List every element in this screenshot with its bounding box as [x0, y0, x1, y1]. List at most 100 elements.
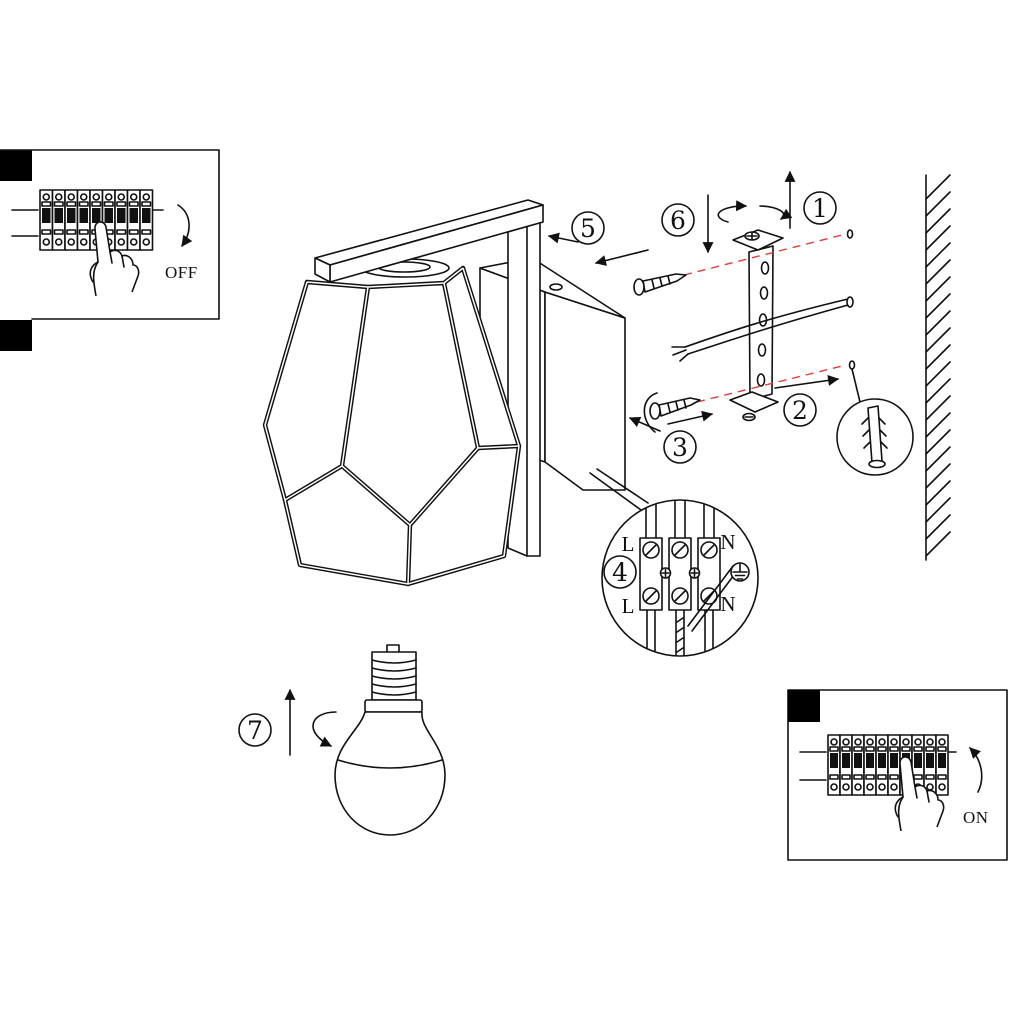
box-screw	[549, 283, 563, 291]
step-7-marker: 7	[238, 713, 272, 747]
mounting-bracket	[729, 229, 784, 422]
terminal-screw	[866, 738, 874, 746]
breaker-module	[863, 734, 877, 796]
wires-bottom	[646, 609, 714, 656]
breaker-toggle	[830, 753, 838, 768]
breaker-module	[64, 189, 79, 251]
breaker-on-panel: ON	[787, 689, 1008, 861]
step-3-number: 3	[672, 433, 688, 462]
rotate-arrow-icon	[759, 205, 793, 220]
bulb-collar	[364, 699, 423, 713]
pointing-hand-icon	[894, 756, 945, 832]
terminal-screw	[854, 738, 862, 746]
breaker-toggle	[129, 208, 138, 223]
step-6-number: 6	[670, 206, 686, 235]
hatch-line	[925, 446, 951, 472]
terminal-label-top-left: L	[622, 532, 635, 556]
step-2-number: 2	[792, 396, 808, 425]
off-label: OFF	[165, 263, 198, 282]
hatch-line	[925, 497, 951, 523]
terminal-screw	[42, 193, 51, 201]
lower-drill-guide	[696, 364, 847, 403]
terminal-screw	[129, 193, 138, 201]
breaker-toggle	[842, 753, 850, 768]
breaker-module	[114, 189, 129, 251]
lamp-arm-horizontal	[314, 199, 544, 283]
bulb-glass	[334, 711, 446, 836]
breaker-toggle	[890, 753, 898, 768]
breaker-toggle	[67, 208, 76, 223]
breaker-toggle	[117, 208, 126, 223]
terminal-screw	[117, 193, 126, 201]
step-7-number: 7	[247, 716, 263, 745]
hatch-line	[925, 361, 951, 387]
breaker-module	[923, 734, 937, 796]
breaker-module	[887, 734, 901, 796]
terminal-screw	[938, 783, 946, 791]
upper-wall-hole	[846, 229, 854, 239]
corner-marker	[0, 320, 32, 351]
hatch-line	[925, 191, 951, 217]
terminal-screw	[142, 238, 151, 246]
hatch-line	[925, 531, 951, 557]
bracket-bottom-screw	[742, 412, 756, 422]
switch-up-arrow-icon	[969, 747, 983, 793]
breaker-rail	[827, 734, 949, 796]
hatch-line	[925, 412, 951, 438]
bracket-bottom-tab	[729, 391, 779, 413]
terminal-screw	[42, 238, 51, 246]
terminal-screw	[938, 738, 946, 746]
rotate-arrow-icon	[643, 392, 658, 433]
breaker-module	[51, 189, 66, 251]
terminal-screw	[67, 193, 76, 201]
upper-screw	[633, 273, 687, 296]
terminal-screw	[830, 738, 838, 746]
hatch-line	[925, 395, 951, 421]
breaker-module	[875, 734, 889, 796]
step-4-number: 4	[612, 558, 628, 587]
terminal-screw	[878, 783, 886, 791]
terminal-screw	[842, 738, 850, 746]
breaker-off-panel: OFF	[0, 149, 220, 351]
lower-screw	[649, 397, 701, 420]
step-3-marker: 3	[663, 430, 697, 464]
step-2-push-arrow-icon	[774, 374, 840, 389]
terminal-screw	[914, 738, 922, 746]
step-6-arrows	[702, 194, 793, 254]
corner-marker	[0, 150, 32, 181]
terminal-screw	[842, 783, 850, 791]
step-3-arrows	[628, 392, 714, 433]
terminal-screw	[866, 783, 874, 791]
breaker-toggle	[104, 208, 113, 223]
breaker-toggle	[42, 208, 51, 223]
corner-marker	[788, 690, 820, 722]
breaker-module	[935, 734, 949, 796]
breaker-module	[827, 734, 841, 796]
breaker-module	[139, 189, 154, 251]
breaker-toggle	[92, 208, 101, 223]
breaker-toggle	[854, 753, 862, 768]
supply-wires	[799, 751, 957, 781]
breaker-toggle	[54, 208, 63, 223]
on-label: ON	[963, 808, 989, 827]
step-5-arrows	[547, 232, 649, 266]
supply-wires	[11, 209, 164, 237]
bracket-top-screw	[744, 231, 760, 241]
terminal-screw	[854, 783, 862, 791]
terminal-screw	[890, 738, 898, 746]
breaker-toggle	[926, 753, 934, 768]
step-5-marker: 5	[571, 211, 605, 245]
lower-wall-hole	[848, 360, 856, 370]
hatch-line	[925, 344, 951, 370]
wall-hatch	[925, 174, 951, 561]
hatch-line	[925, 225, 951, 251]
breaker-module	[76, 189, 91, 251]
wall-plug-detail	[836, 368, 914, 476]
step-1-marker: 1	[803, 191, 837, 225]
breaker-toggle	[142, 208, 151, 223]
hatch-line	[925, 463, 951, 489]
breaker-module	[851, 734, 865, 796]
terminal-screw	[129, 238, 138, 246]
terminal-screw	[890, 783, 898, 791]
hatch-line	[925, 429, 951, 455]
